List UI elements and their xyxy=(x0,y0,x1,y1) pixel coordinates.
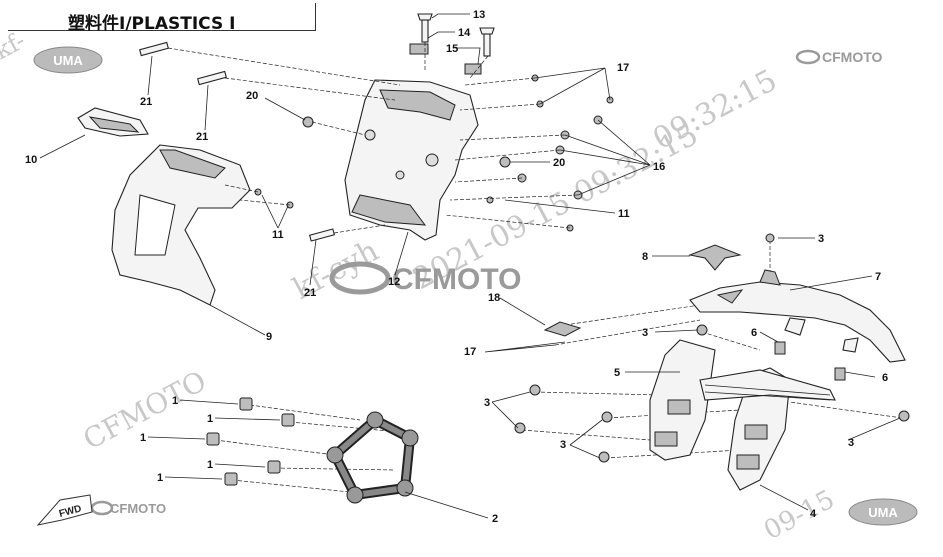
part-7-front-fender xyxy=(689,269,906,363)
callout-8: 8 xyxy=(642,251,648,263)
callout-11-left: 11 xyxy=(272,229,284,241)
part-8-emblem xyxy=(688,244,742,271)
svg-text:UMA: UMA xyxy=(53,53,83,68)
title-box: 塑料件Ⅰ/PLASTICS Ⅰ xyxy=(8,3,316,34)
callout-3-right: 3 xyxy=(848,437,854,449)
fwd-arrow: FWD xyxy=(36,494,93,526)
callout-10: 10 xyxy=(25,154,37,166)
callout-4: 4 xyxy=(810,508,817,520)
uma-logo-bottom: UMA xyxy=(848,498,918,526)
svg-text:CFMOTO: CFMOTO xyxy=(822,49,883,65)
callout-3-top: 3 xyxy=(818,233,824,245)
callout-1-b: 1 xyxy=(207,413,213,425)
callout-14: 14 xyxy=(458,27,471,39)
svg-text:UMA: UMA xyxy=(868,505,898,520)
part-21-spacers xyxy=(139,41,336,242)
watermark-topleft: kf- xyxy=(0,26,30,65)
part-5-inner-fender xyxy=(649,339,716,461)
callout-21-c: 21 xyxy=(304,287,316,299)
callout-20-right: 20 xyxy=(553,157,565,169)
uma-logo-top: UMA xyxy=(33,46,103,74)
watermark-corner: 09-15 xyxy=(759,485,839,547)
cfmoto-logo-main: CFMOTO xyxy=(329,261,521,296)
callout-16: 16 xyxy=(653,161,665,173)
callout-leaders xyxy=(39,13,901,519)
callout-11-right: 11 xyxy=(618,208,630,220)
part-12-inner-fairing xyxy=(344,79,479,241)
cfmoto-logo-bottom-left: CFMOTO xyxy=(90,500,166,516)
svg-text:CFMOTO: CFMOTO xyxy=(392,263,521,296)
callout-1-e: 1 xyxy=(157,472,163,484)
callout-21-a: 21 xyxy=(140,96,152,108)
part-4-fork-guard xyxy=(699,367,836,491)
callout-7: 7 xyxy=(875,271,881,283)
callout-17-top: 17 xyxy=(617,62,629,74)
callout-20-left: 20 xyxy=(246,90,258,102)
callout-1-d: 1 xyxy=(207,459,213,471)
callout-1-a: 1 xyxy=(172,395,178,407)
svg-text:CFMOTO: CFMOTO xyxy=(110,501,166,516)
callout-12: 12 xyxy=(388,276,400,288)
callout-18: 18 xyxy=(488,292,500,304)
part-6-dampers xyxy=(774,341,846,381)
assembly-lines xyxy=(167,42,903,493)
part-18-clip xyxy=(543,321,582,337)
callout-6-upper: 6 xyxy=(751,327,757,339)
part-1-bolts xyxy=(206,397,295,486)
part-2-grommet-frame xyxy=(326,411,419,504)
callout-3-center: 3 xyxy=(560,439,566,451)
part-13-15-fasteners xyxy=(409,13,495,75)
callout-15: 15 xyxy=(446,43,458,55)
page-title: 塑料件Ⅰ/PLASTICS Ⅰ xyxy=(68,14,236,34)
cfmoto-logo-top-right: CFMOTO xyxy=(795,49,883,65)
callout-9: 9 xyxy=(266,331,272,343)
callout-1-c: 1 xyxy=(140,432,146,444)
callout-6-lower: 6 xyxy=(882,372,888,384)
callout-3-left: 3 xyxy=(484,397,490,409)
callout-labels: 13 14 15 17 16 20 20 21 21 21 10 11 11 1… xyxy=(25,9,888,525)
callout-2: 2 xyxy=(492,513,498,525)
part-9-headlight-cover xyxy=(111,144,251,306)
watermark-date-short: 09:32:15 xyxy=(647,63,782,157)
callout-13: 13 xyxy=(473,9,485,21)
callout-3-mid: 3 xyxy=(642,327,648,339)
callout-21-b: 21 xyxy=(196,131,208,143)
callout-5: 5 xyxy=(614,367,620,379)
part-10-visor xyxy=(77,107,149,137)
part-3-screws xyxy=(514,233,910,463)
callout-17-bottom: 17 xyxy=(464,346,476,358)
